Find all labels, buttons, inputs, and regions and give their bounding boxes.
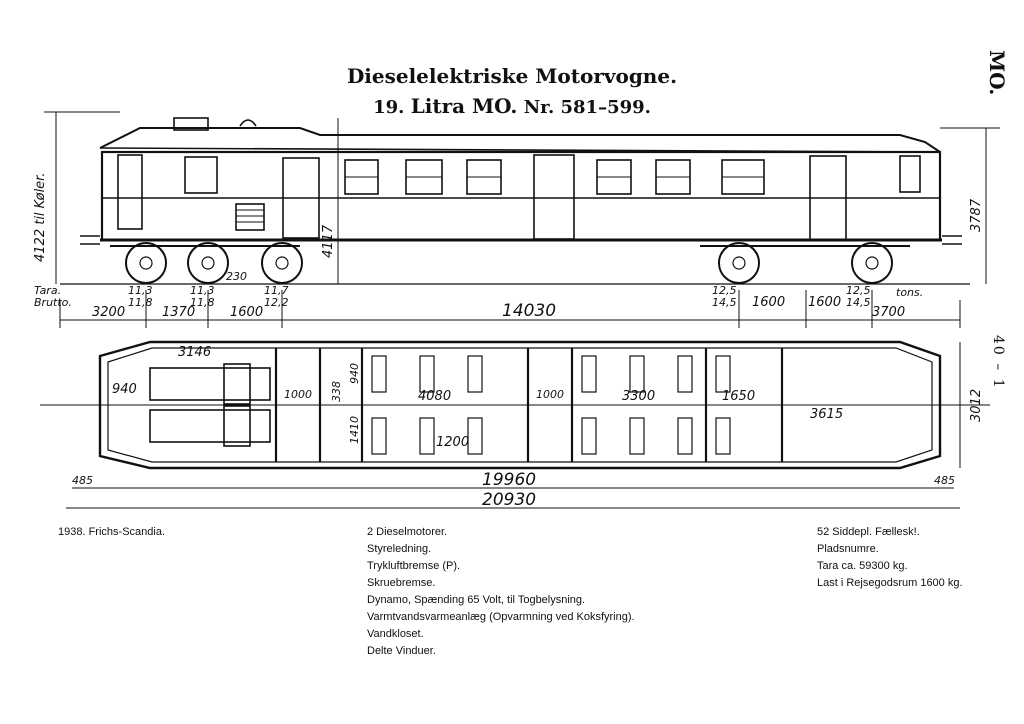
sheet-number: 40 – 1 <box>990 335 1006 390</box>
width-plan-label: 3012 <box>969 389 984 422</box>
height-left-label: 4122 til Køler. <box>33 173 48 262</box>
overall-dim-label: 19960 <box>482 470 536 490</box>
note-line: Vandkloset. <box>367 628 424 640</box>
height-right-label: 3787 <box>969 198 984 232</box>
height-mid-label: 4117 <box>321 224 336 258</box>
note-line: 52 Siddepl. Fællesk!. <box>817 526 920 538</box>
overall-dim-label: 485 <box>934 474 955 487</box>
plan-dim-label: 940 <box>112 382 137 397</box>
wheel-gap-label: 230 <box>226 270 247 283</box>
tara-label: Tara. <box>34 284 61 297</box>
axle-tara: 11,7 <box>264 284 289 297</box>
axle-tara: 12,5 <box>846 284 871 297</box>
plan-dim-label: 1200 <box>436 435 469 450</box>
plan-dim-label: 1650 <box>722 389 755 404</box>
axle-brutto: 14,5 <box>712 296 737 309</box>
note-line: Trykluftbremse (P). <box>367 560 461 572</box>
plan-dim-label: 3300 <box>622 389 655 404</box>
subtitle-range: Nr. 581–599. <box>523 97 651 118</box>
notes-left: 1938. Frichs-Scandia. <box>58 524 165 541</box>
axle-tara: 12,5 <box>712 284 737 297</box>
axle-spacing-label: 1600 <box>808 295 841 310</box>
plan-dim-label: 4080 <box>418 389 451 404</box>
plan-dim-label: 1410 <box>348 416 361 444</box>
axle-spacing-label: 3200 <box>92 305 125 320</box>
axle-spacing-label: 1370 <box>162 305 195 320</box>
axle-spacing-label: 1600 <box>752 295 785 310</box>
plan-dim-label: 1000 <box>284 388 312 401</box>
plan-dim-label: 3615 <box>810 407 843 422</box>
axle-tara: 11,3 <box>190 284 215 297</box>
note-line: 2 Dieselmotorer. <box>367 526 448 538</box>
diagram-title: Dieselelektriske Motorvogne. <box>346 64 678 88</box>
notes-middle: 2 Dieselmotorer. Styreledning. Trykluftb… <box>367 524 635 660</box>
overall-dim-label: 485 <box>72 474 93 487</box>
axle-spacing-label: 14030 <box>502 301 556 321</box>
subtitle-litra: Litra MO. <box>410 94 518 118</box>
plan-view <box>40 340 990 509</box>
note-line: Varmtvandsvarmeanlæg (Opvarmning ved Kok… <box>367 611 635 623</box>
diagram-subtitle: 19. Litra MO. Nr. 581–599. <box>0 94 1024 118</box>
axle-brutto: 14,5 <box>846 296 871 309</box>
plan-dim-label: 1000 <box>536 388 564 401</box>
note-line: 1938. Frichs-Scandia. <box>58 526 165 538</box>
plan-dim-label: 3146 <box>178 345 211 360</box>
axle-brutto: 12,2 <box>264 296 289 309</box>
note-line: Tara ca. 59300 kg. <box>817 560 908 572</box>
note-line: Pladsnumre. <box>817 543 879 555</box>
axle-spacing-label: 3700 <box>872 305 905 320</box>
plan-dim-label: 338 <box>330 381 343 402</box>
side-elevation <box>44 111 1000 328</box>
axle-brutto: 11,8 <box>128 296 153 309</box>
brutto-label: Brutto. <box>34 296 72 309</box>
axle-spacing-label: 1600 <box>230 305 263 320</box>
note-line: Last i Rejsegodsrum 1600 kg. <box>817 577 963 589</box>
class-code: MO. <box>985 50 1009 96</box>
axle-tara: 11,3 <box>128 284 153 297</box>
note-line: Skruebremse. <box>367 577 436 589</box>
notes-right: 52 Siddepl. Fællesk!. Pladsnumre. Tara c… <box>817 524 963 592</box>
overall-dim-label: 20930 <box>482 490 536 510</box>
plan-dim-label: 940 <box>348 363 361 384</box>
note-line: Styreledning. <box>367 543 432 555</box>
note-line: Delte Vinduer. <box>367 645 436 657</box>
note-line: Dynamo, Spænding 65 Volt, til Togbelysni… <box>367 594 586 606</box>
axle-brutto: 11,8 <box>190 296 215 309</box>
tons-label: tons. <box>896 286 923 299</box>
subtitle-number: 19. <box>373 97 405 118</box>
